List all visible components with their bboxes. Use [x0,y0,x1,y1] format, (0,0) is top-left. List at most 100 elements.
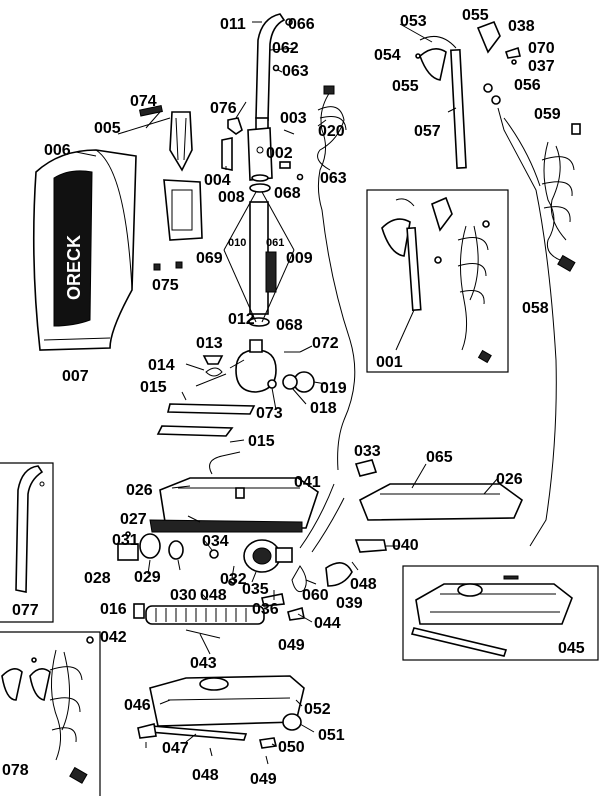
callout-039: 039 [336,595,363,612]
ring-068a [251,174,269,182]
callout-030: 030 [170,587,197,604]
inset-box-078 [0,631,101,796]
callout-074: 074 [130,93,157,110]
callout-029: 029 [134,569,161,586]
dust-bag-006: ORECK [32,149,137,351]
callout-070: 070 [528,40,555,57]
screw-063b [296,173,304,181]
bumper-strip-047 [148,725,248,741]
roller-046 [137,723,157,739]
callout-045: 045 [558,640,585,657]
belt-060 [291,565,307,593]
base-052 [149,675,305,727]
callout-018: 018 [310,400,337,417]
switch-housing [247,127,273,181]
callout-048b: 048 [200,587,227,604]
callout-057: 057 [414,123,441,140]
bracket-040 [354,539,387,553]
handle-yoke-012 [235,339,277,393]
wire-015b [229,439,245,443]
callout-072: 072 [312,335,339,352]
switch-033 [354,459,378,477]
callout-016: 016 [100,601,127,618]
inset-box-077 [0,462,54,623]
callout-051: 051 [318,727,345,744]
cord-059 [541,123,581,272]
callout-068a: 068 [274,185,301,202]
callout-001: 001 [376,354,403,371]
pulley-029 [139,533,161,559]
callout-019: 019 [320,380,347,397]
callout-043: 043 [190,655,217,672]
cover-065 [358,483,523,521]
nut-013 [202,355,224,365]
callout-076: 076 [210,100,237,117]
callout-007: 007 [62,368,89,385]
callout-056: 056 [514,77,541,94]
clip-070 [504,46,521,59]
callout-078: 078 [2,762,29,779]
callout-042: 042 [100,629,127,646]
callout-068b: 068 [276,317,303,334]
callout-066: 066 [288,16,315,33]
callout-008: 008 [218,189,245,206]
plate-015-upper [166,403,256,415]
callout-010: 010 [228,237,246,249]
callout-050: 050 [278,739,305,756]
screw-003 [283,129,295,135]
washer-030 [168,540,184,560]
wheel-051 [282,713,302,731]
callout-026b: 026 [496,471,523,488]
callout-049b: 049 [250,771,277,788]
callout-046: 046 [124,697,151,714]
inset-078-contents [1,636,94,784]
leader-lines [75,21,499,747]
cord-058 [497,107,557,547]
callout-038: 038 [508,18,535,35]
bearing-018 [282,374,298,390]
callout-035: 035 [242,581,269,598]
callout-063a: 063 [282,63,309,80]
callout-040: 040 [392,537,419,554]
callout-053: 053 [400,13,427,30]
callout-028: 028 [84,570,111,587]
callout-077: 077 [12,602,39,619]
part-002 [279,161,291,169]
screw-063 [272,64,280,72]
screw-049b [265,755,269,765]
bag-dock [163,179,203,241]
wheel-039 [325,562,353,587]
callout-052: 052 [304,701,331,718]
callout-062: 062 [272,40,299,57]
plate-015-lower [156,425,234,437]
screw-048c [209,747,213,757]
bearing-housing-028 [117,543,139,561]
hook-055b [419,48,447,81]
callout-063b: 063 [320,170,347,187]
callout-020: 020 [318,123,345,140]
clip-004 [221,137,233,171]
callout-015a: 015 [140,379,167,396]
callout-058: 058 [522,300,549,317]
callout-036: 036 [252,601,279,618]
cord-041 [299,483,345,553]
cord-020 [317,85,356,471]
callout-005: 005 [94,120,121,137]
callout-004: 004 [204,172,231,189]
bracket-036 [261,593,285,607]
screw-066 [285,18,293,26]
inset-box-001 [366,189,509,373]
callout-034: 034 [202,533,229,550]
callout-048a: 048 [350,576,377,593]
callout-048c: 048 [192,767,219,784]
callout-059: 059 [534,106,561,123]
clip-032 [228,578,236,586]
label-061 [265,251,277,293]
clip-050 [259,737,277,749]
callout-002: 002 [266,145,293,162]
clip-048a [351,561,359,571]
hook-055a [476,20,501,54]
brand-logo: ORECK [64,235,84,300]
wire-harness [209,451,241,475]
